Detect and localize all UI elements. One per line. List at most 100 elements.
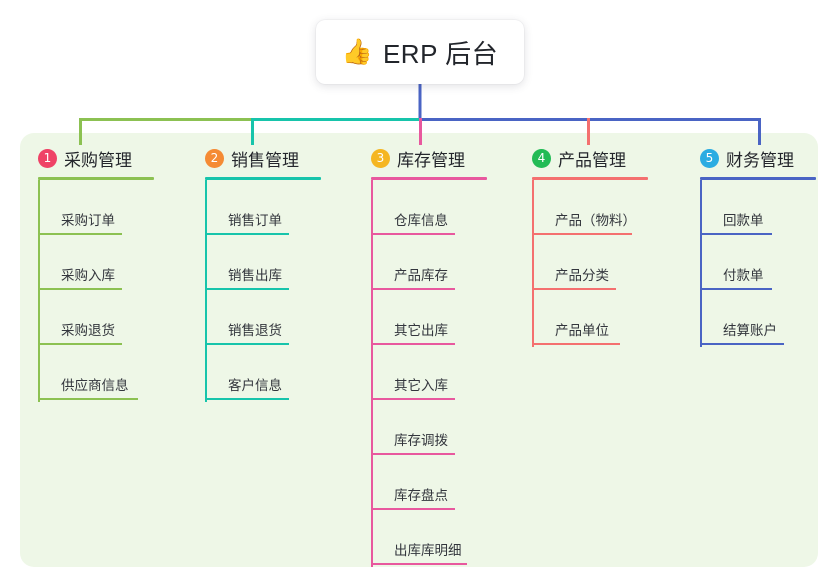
branch-item-label: 付款单 (723, 268, 764, 283)
root-node-content: 👍 ERP 后台 (342, 34, 498, 71)
root-node[interactable]: 👍 ERP 后台 (316, 20, 524, 84)
branch-item-list: 采购订单采购入库采购退货供应商信息 (38, 180, 154, 402)
branch-item-label: 产品分类 (555, 268, 609, 283)
branch-item-underline (205, 343, 289, 345)
branch-item-label: 采购退货 (61, 323, 115, 338)
branch-item[interactable]: 库存调拨 (371, 400, 487, 455)
branch-item-list: 销售订单销售出库销售退货客户信息 (205, 180, 321, 402)
branch-title: 库存管理 (397, 150, 465, 170)
branch-item[interactable]: 产品库存 (371, 235, 487, 290)
branch-item[interactable]: 采购入库 (38, 235, 154, 290)
branch-item[interactable]: 产品（物料） (532, 180, 648, 235)
branch-item-label: 产品（物料） (555, 213, 636, 228)
branch-item-label: 销售出库 (228, 268, 282, 283)
branch-spine (371, 180, 373, 567)
branch-column-4: 4 产品管理产品（物料） 产品分类产品单位 (532, 146, 648, 347)
branch-spine (205, 180, 207, 402)
branch-item[interactable]: 其它入库 (371, 345, 487, 400)
branch-item[interactable]: 采购退货 (38, 290, 154, 345)
branch-item-underline (532, 233, 632, 235)
branch-item-label: 库存调拨 (394, 433, 448, 448)
branch-item-underline (371, 563, 467, 565)
branch-item[interactable]: 采购订单 (38, 180, 154, 235)
branch-item[interactable]: 供应商信息 (38, 345, 154, 400)
branch-item-label: 销售退货 (228, 323, 282, 338)
root-title: ERP 后台 (382, 38, 499, 69)
branch-item-underline (371, 288, 455, 290)
branch-underline (700, 177, 816, 180)
branch-item-underline (700, 288, 772, 290)
branch-item-label: 采购入库 (61, 268, 115, 283)
branch-item-label: 供应商信息 (61, 378, 129, 393)
branch-item-underline (371, 343, 455, 345)
branch-item-label: 回款单 (723, 213, 764, 228)
branch-item-list: 仓库信息产品库存其它出库其它入库库存调拨库存盘点出库库明细 (371, 180, 487, 567)
branch-item-label: 其它入库 (394, 378, 448, 393)
branch-item[interactable]: 产品单位 (532, 290, 648, 345)
branch-item[interactable]: 出库库明细 (371, 510, 487, 565)
branch-number-badge: 5 (700, 148, 719, 168)
branch-title: 财务管理 (726, 150, 794, 170)
branch-underline (205, 177, 321, 180)
branch-item-underline (38, 343, 122, 345)
branch-item[interactable]: 销售出库 (205, 235, 321, 290)
branch-item-underline (371, 508, 455, 510)
branch-column-5: 5 财务管理回款单付款单结算账户 (700, 146, 816, 347)
branch-spine (700, 180, 702, 347)
branch-number-badge: 1 (38, 148, 57, 168)
branch-item-label: 产品库存 (394, 268, 448, 283)
branch-number-badge: 4 (532, 148, 551, 168)
branch-item-underline (532, 288, 616, 290)
diagram-background-panel (20, 133, 818, 567)
branch-item-underline (38, 288, 122, 290)
branch-column-3: 3 库存管理仓库信息产品库存其它出库其它入库库存调拨库存盘点出库库明细 (371, 146, 487, 567)
branch-item[interactable]: 客户信息 (205, 345, 321, 400)
branch-number-badge: 3 (371, 148, 390, 168)
branch-item-underline (205, 398, 289, 400)
branch-item[interactable]: 销售订单 (205, 180, 321, 235)
branch-header-5[interactable]: 5 财务管理 (700, 146, 816, 170)
branch-item-underline (38, 233, 122, 235)
branch-spine (532, 180, 534, 347)
branch-item[interactable]: 结算账户 (700, 290, 816, 345)
thumbs-up-icon: 👍 (341, 37, 373, 66)
branch-item-label: 采购订单 (61, 213, 115, 228)
branch-item-underline (38, 398, 138, 400)
branch-underline (38, 177, 154, 180)
branch-item-label: 客户信息 (228, 378, 282, 393)
branch-header-4[interactable]: 4 产品管理 (532, 146, 648, 170)
branch-underline (371, 177, 487, 180)
branch-item-underline (700, 343, 784, 345)
branch-title: 采购管理 (64, 150, 132, 170)
branch-item-underline (205, 233, 289, 235)
branch-underline (532, 177, 648, 180)
branch-column-1: 1 采购管理采购订单采购入库采购退货供应商信息 (38, 146, 154, 402)
branch-number-badge: 2 (205, 148, 224, 168)
branch-title: 产品管理 (558, 150, 626, 170)
branch-item-underline (205, 288, 289, 290)
branch-item[interactable]: 产品分类 (532, 235, 648, 290)
branch-item-underline (532, 343, 620, 345)
branch-item-label: 库存盘点 (394, 488, 448, 503)
branch-item-list: 产品（物料） 产品分类产品单位 (532, 180, 648, 347)
branch-item-underline (371, 453, 455, 455)
branch-item-underline (371, 233, 455, 235)
branch-item-underline (371, 398, 455, 400)
branch-header-3[interactable]: 3 库存管理 (371, 146, 487, 170)
branch-item[interactable]: 其它出库 (371, 290, 487, 345)
branch-item[interactable]: 仓库信息 (371, 180, 487, 235)
branch-item-label: 仓库信息 (394, 213, 448, 228)
branch-item[interactable]: 库存盘点 (371, 455, 487, 510)
branch-item[interactable]: 销售退货 (205, 290, 321, 345)
branch-item-underline (700, 233, 772, 235)
branch-item-label: 销售订单 (228, 213, 282, 228)
branch-item-label: 出库库明细 (394, 543, 462, 558)
branch-item[interactable]: 回款单 (700, 180, 816, 235)
branch-item[interactable]: 付款单 (700, 235, 816, 290)
branch-header-1[interactable]: 1 采购管理 (38, 146, 154, 170)
branch-item-label: 其它出库 (394, 323, 448, 338)
branch-item-label: 产品单位 (555, 323, 609, 338)
